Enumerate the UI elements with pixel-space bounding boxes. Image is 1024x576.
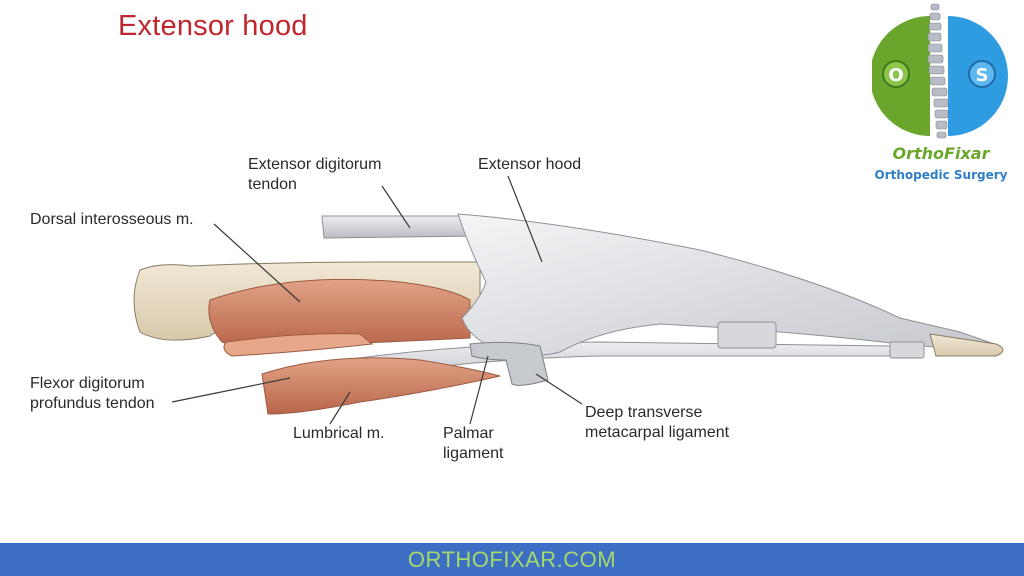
label-line: metacarpal ligament — [585, 424, 730, 441]
lumbrical-muscle-shape — [261, 357, 501, 415]
label-flexor-digitorum-profundus: Flexor digitorum profundus tendon — [30, 374, 155, 414]
footer-bar: ORTHOFIXAR.COM — [0, 543, 1024, 576]
brand-tagline: Orthopedic Surgery — [874, 168, 1008, 182]
pulley-block-distal — [889, 341, 925, 359]
label-lumbrical: Lumbrical m. — [293, 425, 385, 442]
pulley-block-proximal — [717, 321, 777, 349]
label-line: tendon — [248, 176, 297, 193]
leader-lumbrical — [329, 391, 351, 425]
orthofixar-logo: O S — [872, 3, 1008, 139]
label-palmar-ligament: Palmar ligament — [443, 424, 503, 464]
label-line: Deep transverse — [585, 404, 703, 421]
extensor-tendon-shape — [321, 215, 481, 239]
label-line: Palmar — [443, 425, 494, 442]
label-extensor-digitorum-tendon: Extensor digitorum tendon — [248, 155, 381, 195]
logo-o-circle — [882, 60, 910, 88]
label-line: ligament — [443, 445, 504, 462]
extensor-hood-shape — [457, 213, 1002, 356]
interosseous-tendon-slip — [223, 333, 374, 357]
leader-extensor-tendon — [381, 185, 411, 229]
label-extensor-hood: Extensor hood — [478, 156, 582, 173]
label-line: profundus tendon — [30, 395, 155, 412]
logo-letter-o: O — [888, 65, 903, 86]
leader-palmar — [469, 355, 489, 425]
label-line: Flexor digitorum — [30, 375, 145, 392]
brand-name: OrthoFixar — [892, 144, 990, 163]
label-deep-transverse-metacarpal-ligament: Deep transverse metacarpal ligament — [585, 403, 729, 443]
logo-letter-s: S — [976, 65, 989, 86]
logo-s-circle — [968, 60, 996, 88]
leader-dorsal-interosseous — [213, 223, 301, 303]
dorsal-interosseous-muscle-shape — [208, 278, 471, 348]
label-dorsal-interosseous: Dorsal interosseous m. — [30, 211, 194, 228]
spine-icon — [927, 3, 949, 139]
leader-deep-transverse — [535, 373, 583, 405]
leader-flexor-profundus — [171, 377, 291, 403]
palmar-ligament-shape — [469, 341, 549, 386]
finger-anatomy-illustration — [133, 175, 1004, 425]
footer-site-link[interactable]: ORTHOFIXAR.COM — [407, 546, 617, 572]
slide-title: Extensor hood — [118, 10, 308, 42]
leader-extensor-hood — [507, 175, 543, 263]
distal-phalanx-shape — [929, 333, 1004, 357]
label-line: Extensor digitorum — [248, 156, 382, 173]
